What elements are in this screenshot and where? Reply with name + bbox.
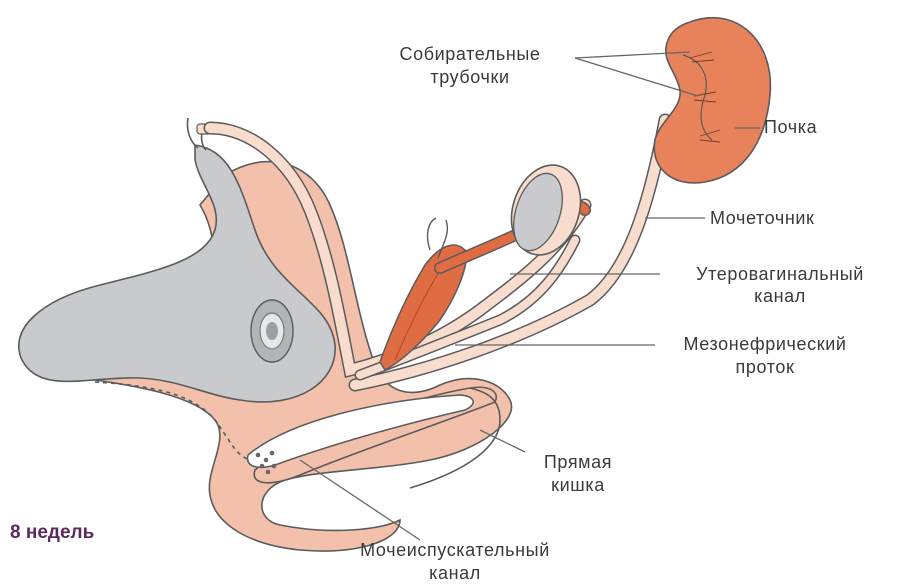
label-ureter: Мочеточник bbox=[710, 208, 815, 228]
label-uterovaginal-canal-line1: Утеровагинальный bbox=[696, 264, 864, 284]
label-rectum-line2: кишка bbox=[551, 475, 605, 495]
label-collecting-tubules-line1: Собирательные bbox=[399, 44, 540, 64]
label-kidney: Почка bbox=[764, 117, 818, 137]
kidney bbox=[654, 18, 770, 183]
age-label: 8 недель bbox=[10, 522, 94, 543]
label-urethra-line2: канал bbox=[429, 563, 481, 583]
label-mesonephric-duct-line2: проток bbox=[736, 357, 795, 377]
label-urethra-line1: Мочеиспускательный bbox=[360, 540, 550, 560]
label-uterovaginal-canal-line2: канал bbox=[754, 286, 806, 306]
ureteric-orifice-core bbox=[266, 322, 278, 340]
label-mesonephric-duct-line1: Мезонефрический bbox=[683, 334, 846, 354]
label-collecting-tubules-line2: трубочки bbox=[430, 67, 509, 87]
label-rectum-line1: Прямая bbox=[544, 452, 612, 472]
